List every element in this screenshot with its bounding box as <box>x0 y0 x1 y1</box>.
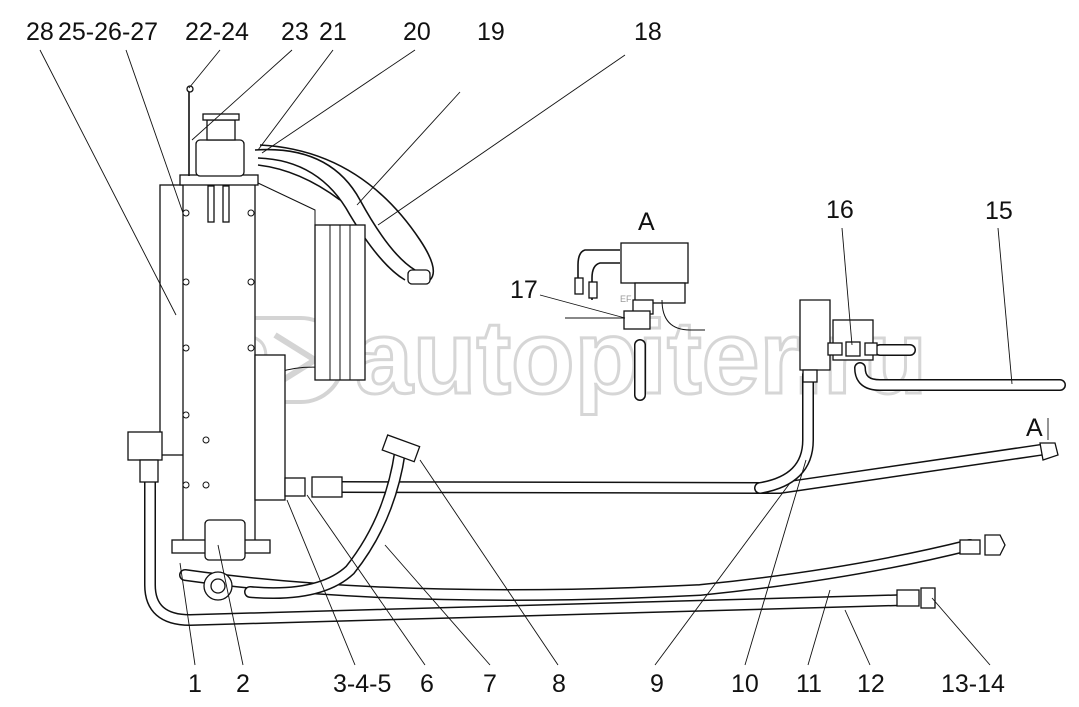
callout-18: 18 <box>634 18 662 46</box>
callout-16: 16 <box>826 196 854 224</box>
callout-7: 7 <box>483 670 497 698</box>
tank-assembly <box>127 85 431 601</box>
leader-lines <box>39 49 1049 666</box>
callout-15: 15 <box>985 197 1013 225</box>
callout-8: 8 <box>552 670 566 698</box>
callout-20: 20 <box>403 18 431 46</box>
view-a-label-top: A <box>638 208 655 236</box>
callout-9: 9 <box>650 670 664 698</box>
callout-13-14: 13-14 <box>941 670 1005 698</box>
small-mark-ef: EF <box>620 294 632 304</box>
callouts-right: A 16 15 17 A <box>510 196 1043 442</box>
callout-11: 11 <box>796 670 822 698</box>
callout-2: 2 <box>236 670 250 698</box>
callout-3-4-5: 3-4-5 <box>333 670 391 698</box>
callout-23: 23 <box>281 18 309 46</box>
valve-block-a: EF <box>565 242 1059 609</box>
callout-21: 21 <box>319 18 347 46</box>
callouts-top: 28 25-26-27 22-24 23 21 20 19 18 <box>26 18 662 46</box>
callout-28: 28 <box>26 18 54 46</box>
callout-10: 10 <box>731 670 759 698</box>
callout-12: 12 <box>857 670 885 698</box>
callout-22-24: 22-24 <box>185 18 249 46</box>
callout-25-26-27: 25-26-27 <box>58 18 158 46</box>
view-a-label-right: A <box>1026 414 1043 442</box>
callouts-bottom: 1 2 3-4-5 6 7 8 9 10 11 12 13-14 <box>188 670 1005 698</box>
callout-17: 17 <box>510 276 538 304</box>
callout-6: 6 <box>420 670 434 698</box>
callout-1: 1 <box>188 670 202 698</box>
callout-19: 19 <box>477 18 505 46</box>
